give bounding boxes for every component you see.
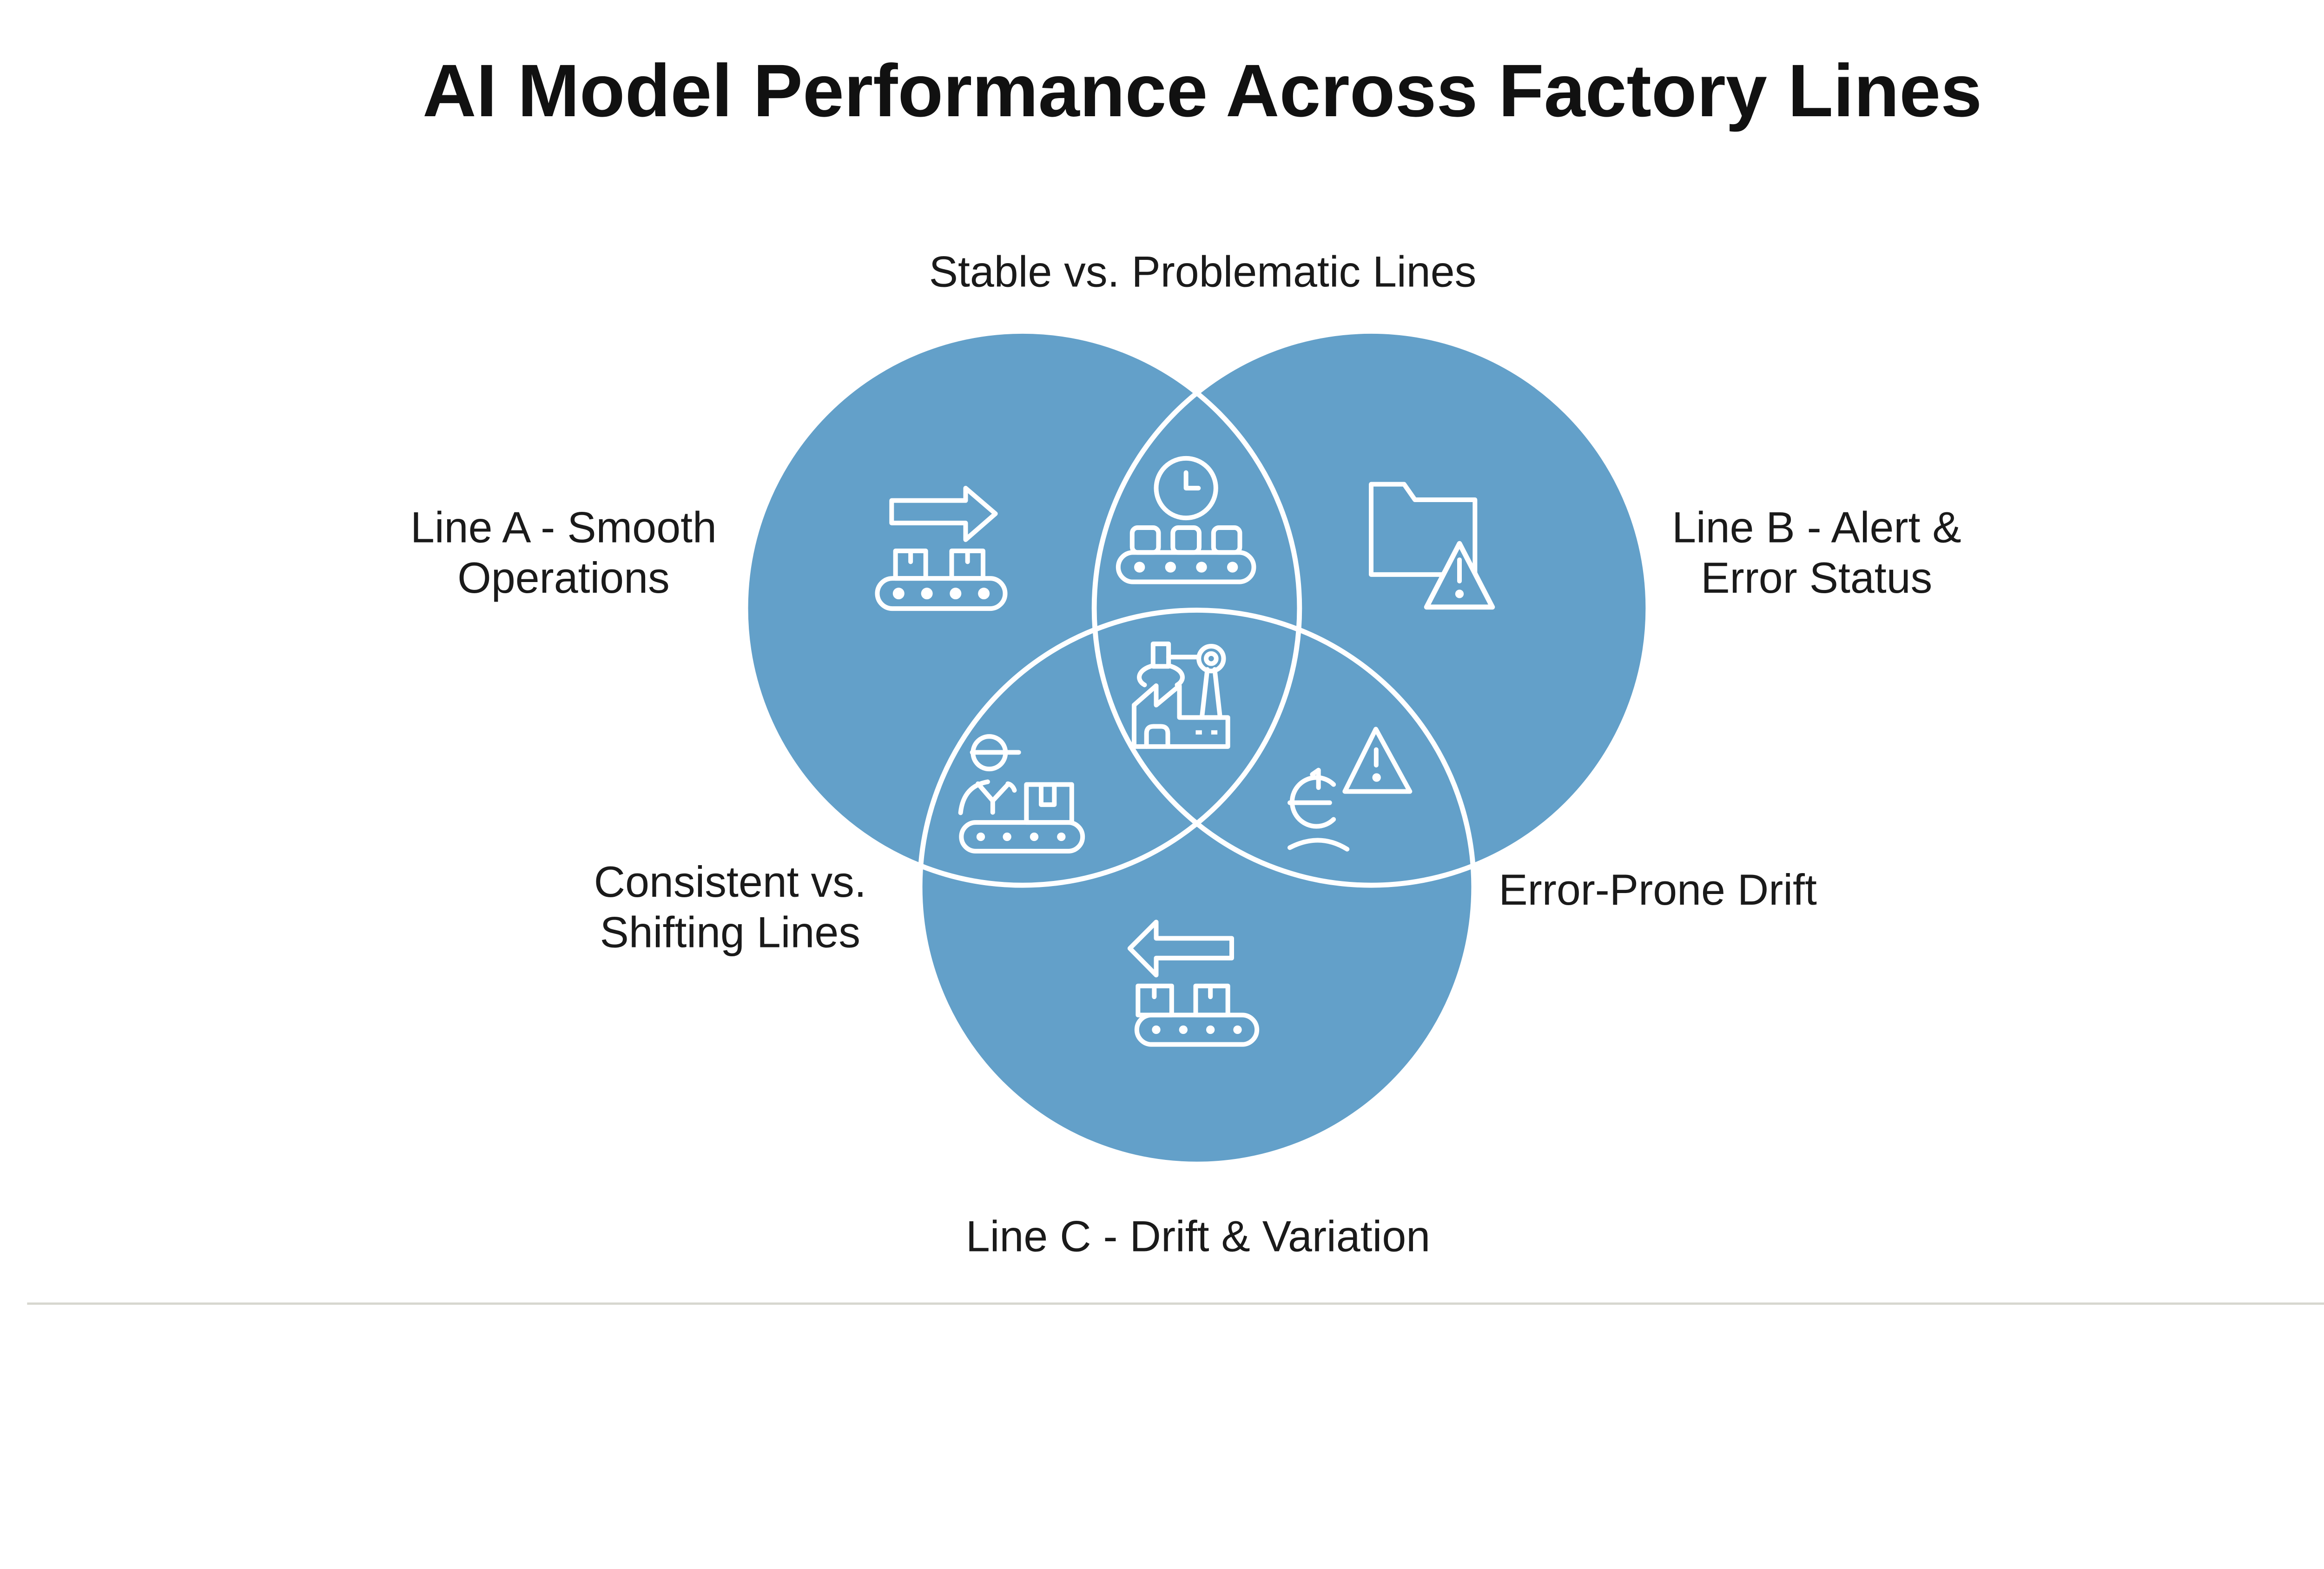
label-ac-intersection-line1: Consistent vs. (594, 858, 866, 906)
venn-diagram-svg: AI Model Performance Across Factory Line… (27, 49, 2324, 1305)
folder-warning-icon (1369, 482, 1495, 610)
label-line-b-line1: Line B - Alert & (1672, 503, 1961, 552)
circle-line-a-outline (743, 329, 1302, 888)
label-line-a-line2: Operations (457, 554, 670, 602)
refresh-warning-icon (1287, 727, 1413, 852)
circle-line-b-outline (1091, 329, 1651, 888)
label-line-c: Line C - Drift & Variation (966, 1212, 1430, 1261)
factory-robot-arm-icon (1132, 642, 1230, 749)
bottom-divider (27, 1302, 2324, 1305)
circle-line-c-outline (917, 608, 1477, 1167)
label-ac-intersection-line2: Shifting Lines (600, 908, 860, 957)
label-top-intersection: Stable vs. Problematic Lines (929, 248, 1477, 296)
label-line-a-line1: Line A - Smooth (410, 503, 717, 552)
arrow-right-conveyor-icon (875, 486, 1008, 611)
label-bc-intersection: Error-Prone Drift (1499, 866, 1817, 914)
clock-conveyor-icon (1116, 456, 1256, 584)
page-title: AI Model Performance Across Factory Line… (423, 49, 1982, 132)
arrow-left-conveyor-icon (1127, 920, 1260, 1047)
label-line-b-line2: Error Status (1701, 554, 1932, 602)
infographic-canvas: AI Model Performance Across Factory Line… (27, 49, 2324, 1305)
worker-conveyor-icon (958, 734, 1085, 854)
circle-line-c (920, 610, 1474, 1165)
